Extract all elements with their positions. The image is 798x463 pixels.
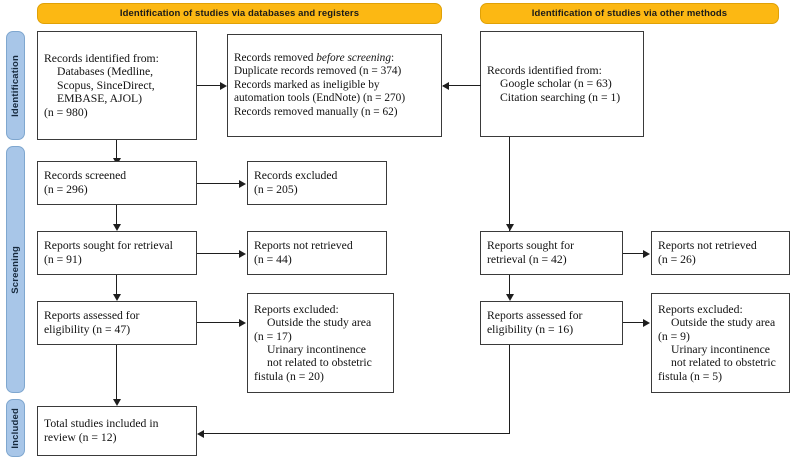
box-line: (n = 9) bbox=[658, 329, 690, 343]
arrowhead-other-assessed-to-included bbox=[197, 429, 204, 438]
box-records-removed-before-screening: Records removed before screening: Duplic… bbox=[227, 34, 442, 137]
box-line: Reports assessed for bbox=[487, 309, 583, 323]
connector-sought-to-not-retrieved bbox=[197, 253, 240, 255]
box-line: (n = 44) bbox=[254, 253, 292, 266]
box-line: (n = 205) bbox=[254, 183, 298, 196]
arrowhead-screened-to-sought bbox=[112, 224, 121, 231]
box-line: review (n = 12) bbox=[44, 431, 117, 444]
connector-other-assessed-to-included-horizontal bbox=[203, 433, 510, 435]
connector-screened-to-excluded bbox=[197, 183, 240, 185]
header-other-methods: Identification of studies via other meth… bbox=[480, 3, 779, 24]
box-line: Reports not retrieved bbox=[254, 239, 353, 253]
connector-assessed-to-excluded-databases bbox=[197, 322, 240, 324]
box-total-studies-included: Total studies included in review (n = 12… bbox=[37, 406, 197, 456]
box-records-identified-other: Records identified from: Google scholar … bbox=[480, 31, 644, 137]
box-reports-excluded-databases: Reports excluded: Outside the study area… bbox=[247, 293, 394, 393]
arrowhead-screened-to-excluded bbox=[239, 179, 246, 188]
arrowhead-assessed-to-excluded-databases bbox=[239, 318, 246, 327]
phase-identification-label: Identification bbox=[10, 54, 21, 117]
box-reports-sought-databases: Reports sought for retrieval (n = 91) bbox=[37, 231, 197, 275]
arrowhead-sought-to-assessed bbox=[112, 294, 121, 301]
box-line: Reports excluded: bbox=[254, 302, 339, 316]
arrowhead-sought-to-not-retrieved bbox=[239, 249, 246, 258]
box-line: Records identified from: bbox=[44, 51, 159, 65]
connector-other-assessed-to-included-vertical bbox=[509, 345, 511, 434]
phase-screening: Screening bbox=[6, 146, 25, 393]
box-line: Total studies included in bbox=[44, 417, 159, 431]
box-line: Scopus, SinceDirect, bbox=[57, 78, 155, 92]
box-reports-sought-other: Reports sought for retrieval (n = 42) bbox=[480, 231, 623, 275]
box-line: Outside the study area bbox=[267, 316, 372, 330]
arrowhead-other-sought-to-not-retrieved bbox=[643, 249, 650, 258]
box-line: (n = 26) bbox=[658, 253, 696, 266]
box-line: Google scholar (n = 63) bbox=[500, 77, 612, 91]
phase-screening-label: Screening bbox=[10, 245, 21, 294]
arrowhead-other-assessed-to-excluded bbox=[643, 318, 650, 327]
box-line: fistula (n = 20) bbox=[254, 369, 324, 383]
box-line: Duplicate records removed (n = 374) bbox=[234, 65, 402, 78]
box-line: EMBASE, AJOL) bbox=[57, 92, 143, 106]
phase-included: Included bbox=[6, 399, 25, 457]
arrowhead-other-identified-to-removed bbox=[442, 81, 449, 90]
connector-other-sought-to-assessed bbox=[509, 275, 511, 297]
box-line: (n = 296) bbox=[44, 183, 88, 196]
box-line: Outside the study area bbox=[671, 316, 776, 330]
box-line: (n = 91) bbox=[44, 253, 82, 266]
box-line: automation tools (EndNote) (n = 270) bbox=[234, 92, 406, 105]
box-line: Records removed manually (n = 62) bbox=[234, 105, 398, 118]
phase-included-label: Included bbox=[10, 407, 21, 449]
box-line: Records screened bbox=[44, 169, 127, 183]
connector-sought-to-assessed bbox=[116, 275, 118, 297]
box-line: fistula (n = 5) bbox=[658, 369, 723, 383]
connector-other-identified-to-sought bbox=[509, 137, 511, 231]
box-line: Urinary incontinence bbox=[671, 343, 770, 356]
box-line: not related to obstetric bbox=[671, 356, 776, 370]
box-line: retrieval (n = 42) bbox=[487, 253, 567, 266]
box-line: eligibility (n = 16) bbox=[487, 323, 574, 336]
box-line: Records identified from: bbox=[487, 63, 602, 77]
header-other-methods-label: Identification of studies via other meth… bbox=[531, 8, 728, 19]
box-line: Citation searching (n = 1) bbox=[500, 90, 621, 104]
connector-assessed-to-included bbox=[116, 345, 118, 402]
box-records-excluded: Records excluded (n = 205) bbox=[247, 161, 387, 205]
box-records-identified-databases: Records identified from: Databases (Medl… bbox=[37, 31, 197, 140]
box-reports-not-retrieved-other: Reports not retrieved (n = 26) bbox=[651, 231, 790, 275]
box-line: Records marked as ineligible by bbox=[234, 78, 380, 91]
box-line: Records removed before screening: bbox=[234, 51, 395, 64]
box-line: eligibility (n = 47) bbox=[44, 323, 131, 336]
box-line: Reports assessed for bbox=[44, 309, 140, 323]
connector-other-assessed-to-excluded bbox=[623, 322, 644, 324]
box-line: Reports not retrieved bbox=[658, 239, 757, 253]
phase-identification: Identification bbox=[6, 31, 25, 140]
box-line: not related to obstetric bbox=[267, 356, 372, 370]
box-reports-not-retrieved-databases: Reports not retrieved (n = 44) bbox=[247, 231, 387, 275]
arrowhead-identified-to-removed bbox=[220, 81, 227, 90]
connector-screened-to-sought bbox=[116, 205, 118, 227]
box-line: Reports sought for bbox=[487, 239, 574, 253]
box-line: (n = 980) bbox=[44, 105, 88, 119]
box-reports-excluded-other: Reports excluded: Outside the study area… bbox=[651, 293, 790, 393]
box-reports-assessed-databases: Reports assessed for eligibility (n = 47… bbox=[37, 301, 197, 345]
connector-other-sought-to-not-retrieved bbox=[623, 253, 644, 255]
box-reports-assessed-other: Reports assessed for eligibility (n = 16… bbox=[480, 301, 623, 345]
box-line: Reports excluded: bbox=[658, 302, 743, 316]
arrowhead-assessed-to-included bbox=[112, 399, 121, 406]
arrowhead-other-sought-to-assessed bbox=[505, 294, 514, 301]
box-records-screened: Records screened (n = 296) bbox=[37, 161, 197, 205]
box-line: (n = 17) bbox=[254, 329, 292, 343]
connector-identified-to-removed bbox=[197, 85, 221, 87]
box-line: Records excluded bbox=[254, 169, 338, 183]
box-line: Urinary incontinence bbox=[267, 343, 366, 356]
header-databases-and-registers: Identification of studies via databases … bbox=[37, 3, 442, 24]
box-line: Reports sought for retrieval bbox=[44, 239, 173, 253]
header-databases-label: Identification of studies via databases … bbox=[119, 8, 360, 19]
box-line: Databases (Medline, bbox=[57, 65, 154, 79]
arrowhead-other-identified-to-sought bbox=[505, 224, 514, 231]
connector-other-identified-to-removed bbox=[443, 85, 481, 87]
connector-identified-to-screened bbox=[116, 140, 118, 161]
